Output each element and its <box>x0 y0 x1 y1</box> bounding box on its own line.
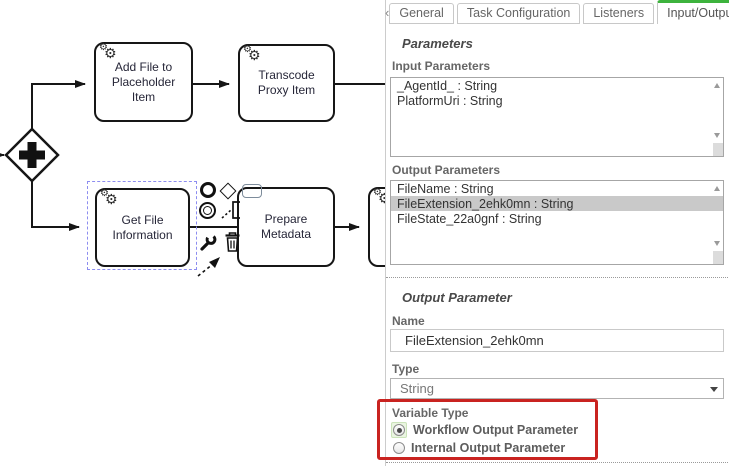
task-label: Prepare Metadata <box>260 212 312 241</box>
task-label: Add File to Placeholder Item <box>111 59 176 104</box>
task-prepare-metadata[interactable]: Prepare Metadata <box>237 187 335 267</box>
dropdown-arrow-icon <box>710 387 718 392</box>
scroll-down-icon[interactable] <box>714 133 720 138</box>
radio-row-internal-output[interactable]: Internal Output Parameter <box>393 441 565 455</box>
name-input[interactable] <box>390 329 724 352</box>
section-divider <box>386 462 729 463</box>
tab-input-output[interactable]: Input/Output <box>657 0 729 24</box>
list-item[interactable]: PlatformUri : String <box>397 94 503 108</box>
task-get-file-information[interactable]: ⚙⚙ Get File Information <box>95 188 190 267</box>
scrollbar-corner <box>713 251 723 264</box>
append-intermediate-event-icon[interactable] <box>199 202 216 219</box>
properties-panel: ‹ General Task Configuration Listeners I… <box>385 0 729 466</box>
name-label: Name <box>392 314 425 328</box>
trash-icon[interactable] <box>224 231 241 254</box>
tab-general[interactable]: General <box>389 3 454 24</box>
input-parameters-label: Input Parameters <box>392 59 491 73</box>
append-task-icon[interactable] <box>242 184 262 198</box>
section-divider <box>386 277 729 278</box>
output-parameters-listbox[interactable]: FileName : String FileExtension_2ehk0mn … <box>390 180 724 265</box>
scroll-down-icon[interactable] <box>714 241 720 246</box>
radio-internal-output[interactable] <box>393 442 405 454</box>
annotation-highlight-box <box>377 399 598 460</box>
connect-arrow-icon[interactable] <box>196 256 223 278</box>
scroll-up-icon[interactable] <box>714 83 720 88</box>
radio-label: Internal Output Parameter <box>411 441 566 455</box>
sequence-flow-gateway-to-addfile[interactable] <box>31 80 86 130</box>
service-task-gear-icon: ⚙⚙ <box>243 44 261 64</box>
radio-row-workflow-output[interactable]: Workflow Output Parameter <box>391 422 578 438</box>
append-end-event-icon[interactable] <box>200 182 216 198</box>
list-item[interactable]: FileName : String <box>397 182 494 196</box>
list-item-selected[interactable]: FileExtension_2ehk0mn : String <box>391 196 723 211</box>
parallel-gateway[interactable] <box>4 127 60 183</box>
radio-focus-highlight <box>391 422 407 438</box>
radio-workflow-output[interactable] <box>393 424 405 436</box>
variable-type-label: Variable Type <box>392 406 469 420</box>
output-parameter-heading: Output Parameter <box>402 290 512 305</box>
tab-listeners[interactable]: Listeners <box>583 3 655 24</box>
tab-scroll-left-chevron-icon[interactable]: ‹ <box>385 5 390 20</box>
list-item[interactable]: FileState_22a0gnf : String <box>397 212 542 226</box>
append-text-annotation-icon[interactable] <box>219 199 245 221</box>
radio-label: Workflow Output Parameter <box>413 423 579 437</box>
wrench-icon[interactable] <box>198 233 218 252</box>
input-parameters-listbox[interactable]: _AgentId_ : String PlatformUri : String <box>390 77 724 157</box>
tab-task-configuration[interactable]: Task Configuration <box>456 3 581 24</box>
sequence-flow-layer <box>0 80 385 231</box>
scroll-up-icon[interactable] <box>714 186 720 191</box>
task-label: Get File Information <box>112 212 173 242</box>
output-parameters-label: Output Parameters <box>392 163 501 177</box>
task-transcode-proxy-item[interactable]: ⚙⚙ Transcode Proxy Item <box>238 44 335 122</box>
type-select[interactable]: String <box>390 378 724 399</box>
task-label: Transcode Proxy Item <box>257 68 316 97</box>
selection-outline <box>87 181 197 270</box>
properties-tab-bar: ‹ General Task Configuration Listeners I… <box>385 0 729 24</box>
list-item[interactable]: _AgentId_ : String <box>397 79 498 93</box>
parameters-heading: Parameters <box>402 36 473 51</box>
sequence-flow-gateway-to-getfile[interactable] <box>31 180 80 231</box>
type-select-value: String <box>400 381 434 396</box>
task-add-file-to-placeholder-item[interactable]: ⚙⚙ Add File to Placeholder Item <box>94 42 193 122</box>
scrollbar-corner <box>713 143 723 156</box>
bpmn-canvas[interactable]: ⚙⚙ Add File to Placeholder Item ⚙⚙ Trans… <box>0 0 402 466</box>
type-label: Type <box>392 362 420 376</box>
